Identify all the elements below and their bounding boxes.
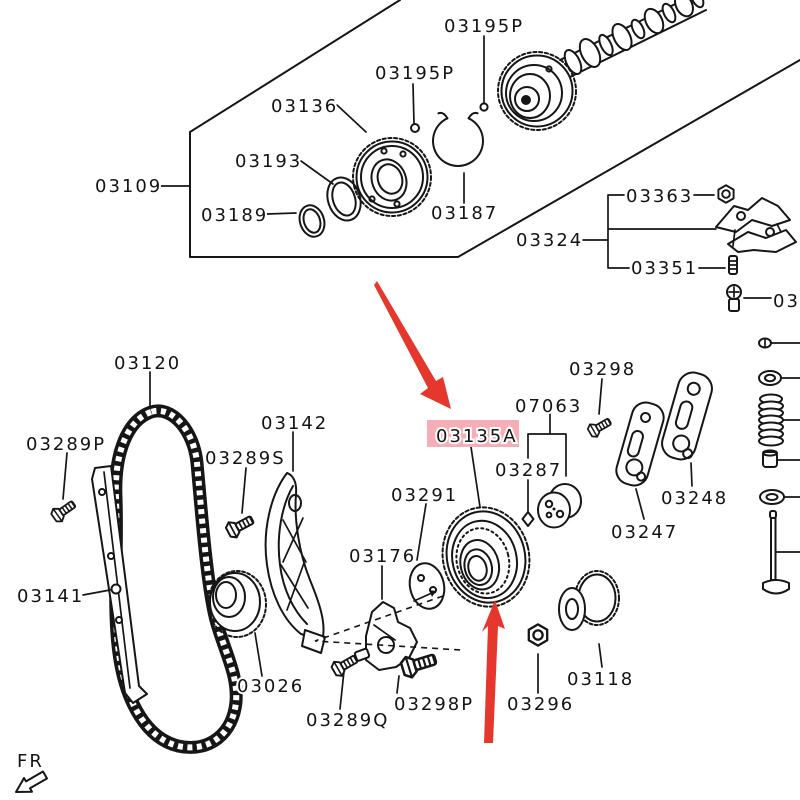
- part-label-03289Q: 03289Q: [306, 710, 389, 731]
- part-label-03247: 03247: [611, 522, 678, 543]
- part-label-03298P: 03298P: [394, 694, 474, 715]
- part-label-03289S: 03289S: [205, 448, 286, 469]
- pin-03195P-2: [410, 123, 420, 133]
- red-arrow-to-gear: [482, 600, 505, 743]
- rocker-arm-assembly: [715, 197, 797, 253]
- ring-03193: [326, 176, 362, 222]
- chain-guide-03141: [91, 465, 148, 704]
- leader-lines: [62, 35, 693, 710]
- part-label-03287: 03287: [495, 460, 562, 481]
- part-label-03363: 03363: [626, 186, 693, 207]
- part-label-03195P-2: 03195P: [375, 63, 455, 84]
- bolt-03298: [585, 414, 615, 440]
- valve: [762, 510, 790, 595]
- assembly-dashed-line: [314, 595, 462, 651]
- part-label-03189: 03189: [201, 205, 268, 226]
- pulley-03287: [537, 483, 582, 529]
- gear-03135A: [441, 506, 531, 608]
- red-arrow-to-label: [374, 281, 451, 409]
- fr-arrow-icon: [15, 770, 48, 793]
- part-label-03109: 03109: [95, 176, 162, 197]
- ring-03189: [298, 204, 326, 238]
- part-label-03141: 03141: [17, 586, 84, 607]
- part-label-03142: 03142: [261, 413, 328, 434]
- stud-03351: [728, 255, 738, 275]
- bracket-03324: [582, 184, 797, 312]
- snap-ring-03187: [432, 111, 484, 167]
- spring-seat: [759, 489, 785, 505]
- part-label-03291: 03291: [391, 485, 458, 506]
- part-label-FR: FR: [17, 751, 44, 772]
- valve-stem-seal: [762, 449, 778, 468]
- camshaft-sprocket: [497, 51, 577, 131]
- valve-parts: [758, 337, 800, 595]
- part-label-03-partial: 03: [773, 291, 800, 312]
- part-label-03324: 03324: [516, 230, 583, 251]
- plate-03291: [408, 562, 446, 610]
- pin-03195P-1: [479, 102, 489, 112]
- part-label-03289P: 03289P: [26, 434, 106, 455]
- part-label-03135A: 03135A: [436, 426, 518, 447]
- assembly-box-03109: [189, 0, 800, 258]
- gear-03118: [558, 570, 620, 631]
- part-labels: 03195P 03195P 03136 03193 03189 03109 03187 033…: [15, 14, 800, 774]
- gasket-03247: [615, 401, 665, 487]
- part-label-03026: 03026: [237, 676, 304, 697]
- guide-pivot-pin: [110, 583, 122, 595]
- part-label-03187: 03187: [431, 203, 498, 224]
- part-label-03193: 03193: [235, 151, 302, 172]
- pin-07063: [521, 511, 535, 527]
- fr-indicator: [15, 770, 48, 793]
- nut-03363: [717, 184, 735, 204]
- valve-keeper: [758, 337, 772, 349]
- highlight-03135A: [427, 420, 519, 447]
- part-label-03136: 03136: [271, 96, 338, 117]
- part-label-03298: 03298: [569, 359, 636, 380]
- camshaft: [497, 0, 707, 131]
- part-label-03120: 03120: [114, 353, 181, 374]
- nut-03296: [527, 623, 549, 647]
- chain-guide-03142: [264, 472, 326, 654]
- gear-03136: [352, 137, 432, 217]
- part-label-03176: 03176: [349, 546, 416, 567]
- part-label-03248: 03248: [661, 488, 728, 509]
- red-arrows: [374, 281, 505, 743]
- bolt-03289S: [223, 510, 258, 541]
- part-label-07063: 07063: [515, 396, 582, 417]
- gasket-03248: [661, 371, 713, 461]
- part-label-03118: 03118: [567, 669, 634, 690]
- bolt-03289P: [48, 496, 80, 525]
- sprocket-03026: [207, 570, 267, 638]
- part-label-03195P-1: 03195P: [444, 16, 524, 37]
- bolt-right-edge: [726, 284, 772, 312]
- valve-spring: [758, 393, 784, 447]
- part-label-03351: 03351: [631, 258, 698, 279]
- part-label-03296: 03296: [507, 694, 574, 715]
- spring-retainer: [758, 370, 782, 386]
